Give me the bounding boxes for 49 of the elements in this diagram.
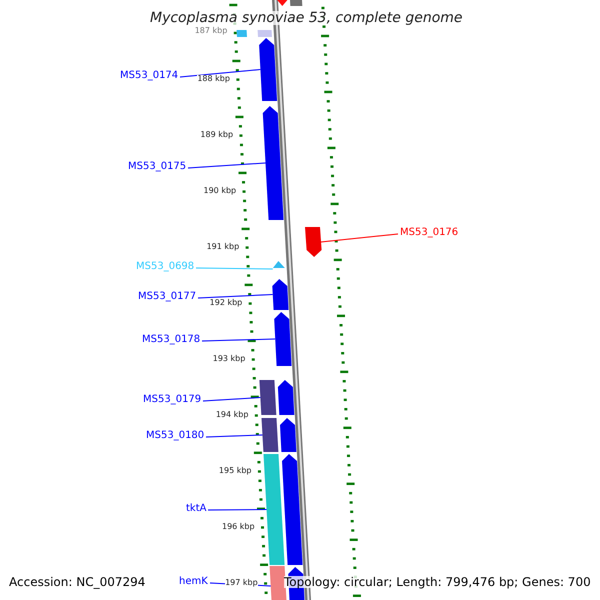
- gene-label: MS53_0178: [142, 335, 200, 345]
- gene-label: MS53_0176: [400, 228, 458, 238]
- tick-label: 191 kbp: [206, 243, 240, 251]
- gene-label: MS53_0180: [146, 431, 204, 441]
- tick-label: 187 kbp: [194, 27, 228, 35]
- leader-line: [206, 434, 263, 438]
- leader-line: [198, 294, 274, 298]
- tick-label: 195 kbp: [218, 467, 252, 475]
- gene-feature: [258, 30, 272, 37]
- gene-feature: [278, 380, 294, 415]
- gene-feature: [280, 418, 296, 452]
- gene-feature: [259, 38, 278, 101]
- tick-label: 196 kbp: [222, 523, 255, 531]
- gene-label: MS53_0179: [143, 395, 202, 405]
- gene-label: MS53_0175: [128, 162, 186, 172]
- leader-line: [188, 162, 266, 168]
- tick-label: 197 kbp: [225, 579, 258, 587]
- gene-feature: [276, 0, 288, 6]
- gene-label: MS53_0698: [136, 262, 194, 272]
- leader-line: [202, 397, 261, 402]
- tick-label: 194 kbp: [216, 411, 248, 419]
- tick-label: 188 kbp: [197, 75, 230, 83]
- gene-label: MS53_0174: [120, 71, 178, 81]
- leader-line: [196, 268, 274, 270]
- leader-line: [208, 509, 268, 510]
- tick-label: 192 kbp: [210, 299, 242, 307]
- leader-line: [180, 69, 261, 78]
- gene-feature: [262, 418, 278, 452]
- gene-feature: [305, 227, 322, 257]
- gene-feature: [264, 454, 285, 565]
- accession-text: Accession: NC_007294: [9, 576, 146, 588]
- tick-label: 190 kbp: [204, 187, 236, 195]
- title: Mycoplasma synoviae 53, complete genome: [150, 11, 463, 25]
- leader-line: [202, 338, 276, 342]
- gene-label: tktA: [186, 504, 206, 514]
- gene-label: MS53_0177: [138, 292, 196, 302]
- gene-feature: [282, 454, 303, 565]
- gene-label: hemK: [179, 577, 208, 587]
- leader-line: [320, 234, 398, 242]
- tick-label: 189 kbp: [200, 131, 234, 139]
- tick-label: 193 kbp: [212, 355, 246, 363]
- gene-feature: [272, 279, 289, 310]
- gene-feature: [274, 312, 292, 366]
- gene-feature: [262, 106, 284, 220]
- topology-text: Topology: circular; Length: 799,476 bp; Genes: 700: [284, 576, 591, 588]
- gene-feature: [272, 261, 285, 268]
- gene-feature: [290, 0, 302, 6]
- gene-feature: [236, 30, 247, 37]
- gene-feature: [259, 380, 276, 415]
